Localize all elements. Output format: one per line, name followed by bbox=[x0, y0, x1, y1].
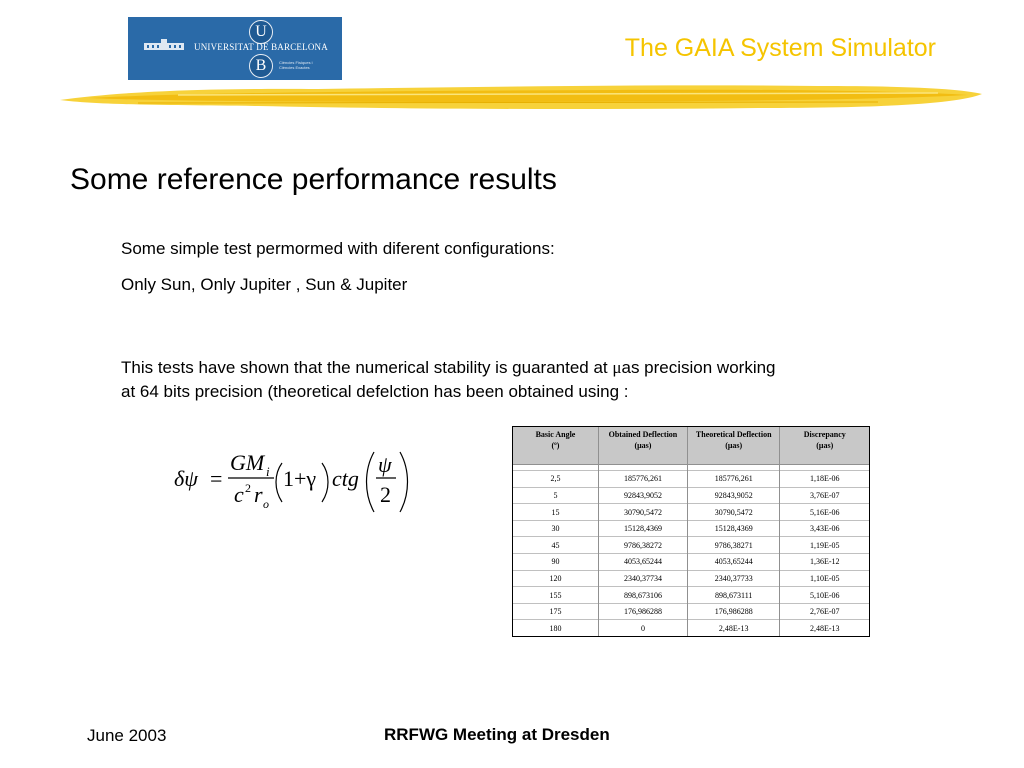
university-name: UNIVERSITAT DE BARCELONA bbox=[194, 42, 328, 52]
building-icon bbox=[144, 39, 184, 50]
logo-letter-u: U bbox=[249, 20, 273, 44]
formula-numerator: GM bbox=[230, 450, 266, 475]
text-line-4: at 64 bits precision (theoretical defelc… bbox=[121, 382, 629, 401]
text-line-3: This tests have shown that the numerical… bbox=[121, 358, 776, 377]
formula-num-sub: i bbox=[266, 464, 270, 479]
header-discrepancy: Discrepancy(μas) bbox=[779, 427, 869, 465]
results-table: Basic Angle(º) Obtained Deflection(μas) … bbox=[512, 426, 870, 637]
footer-meeting: RRFWG Meeting at Dresden bbox=[384, 725, 610, 744]
formula-equals: = bbox=[210, 466, 222, 491]
formula-den-sub: o bbox=[263, 497, 269, 511]
formula-den-sup: 2 bbox=[245, 481, 251, 495]
formula-paren-expr: 1+γ bbox=[283, 466, 316, 491]
deflection-formula: δψ = GM i c 2 r o 1+γ ctg ψ 2 bbox=[174, 450, 409, 513]
footer-date: June 2003 bbox=[87, 726, 167, 745]
formula-den-r: r bbox=[254, 482, 263, 507]
table-spacer-row bbox=[513, 464, 869, 471]
header-basic-angle: Basic Angle(º) bbox=[513, 427, 599, 465]
logo-letter-b: B bbox=[249, 54, 273, 78]
mu-symbol: μ bbox=[612, 358, 622, 377]
logo-subtitle: Ciències Físiques i Ciències Exactes bbox=[279, 60, 313, 70]
text-line-2: Only Sun, Only Jupiter , Sun & Jupiter bbox=[121, 275, 408, 294]
formula-ctg: ctg bbox=[332, 466, 359, 491]
text-line-1: Some simple test permormed with diferent… bbox=[121, 239, 555, 258]
university-logo: U UNIVERSITAT DE BARCELONA B Ciències Fí… bbox=[128, 17, 342, 80]
slide-title: Some reference performance results bbox=[70, 163, 557, 196]
yellow-brush-stroke bbox=[60, 85, 982, 110]
header-obtained-deflection: Obtained Deflection(μas) bbox=[598, 427, 688, 465]
formula-two: 2 bbox=[380, 482, 391, 507]
header-theoretical-deflection: Theoretical Deflection(μas) bbox=[687, 427, 781, 465]
table-header-row: Basic Angle(º) Obtained Deflection(μas) … bbox=[513, 427, 869, 465]
formula-den-c: c bbox=[234, 482, 244, 507]
formula-psi: ψ bbox=[378, 452, 392, 477]
formula-lhs: δψ bbox=[174, 466, 198, 491]
header-title: The GAIA System Simulator bbox=[624, 34, 936, 62]
